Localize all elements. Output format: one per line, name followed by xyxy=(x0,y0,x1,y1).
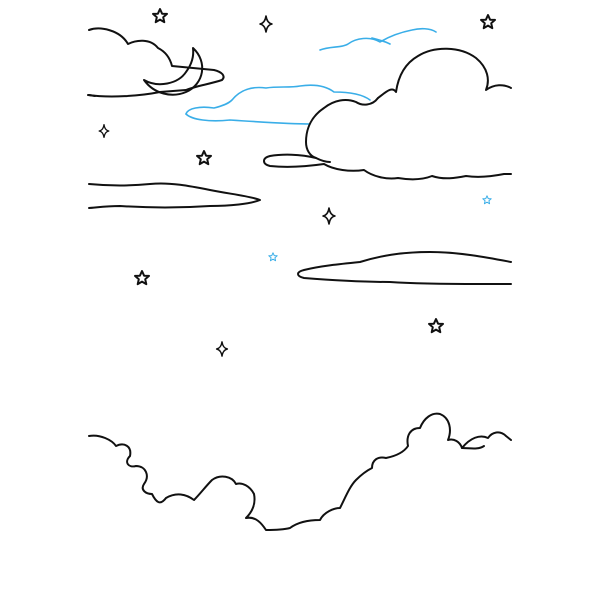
crescent-moon-icon xyxy=(143,47,204,96)
star-icon xyxy=(152,8,168,24)
star-icon xyxy=(482,195,492,205)
sparkle-icon xyxy=(98,123,110,139)
star-icon xyxy=(428,318,444,334)
star-icon xyxy=(134,270,150,286)
cloud-blue-top xyxy=(319,27,437,51)
sparkle-icon xyxy=(259,15,273,33)
cloud-thin-right xyxy=(297,251,512,285)
cloud-blue-middle xyxy=(185,84,371,125)
cloud-bottom-horizon xyxy=(88,412,512,531)
star-icon xyxy=(480,14,496,30)
cloud-thin-left xyxy=(88,182,261,209)
star-icon xyxy=(268,252,278,262)
cloud-large-right xyxy=(263,47,512,181)
cloud-top-left xyxy=(87,27,225,98)
sparkle-icon xyxy=(215,341,229,357)
star-icon xyxy=(196,150,212,166)
sparkle-icon xyxy=(322,207,336,225)
